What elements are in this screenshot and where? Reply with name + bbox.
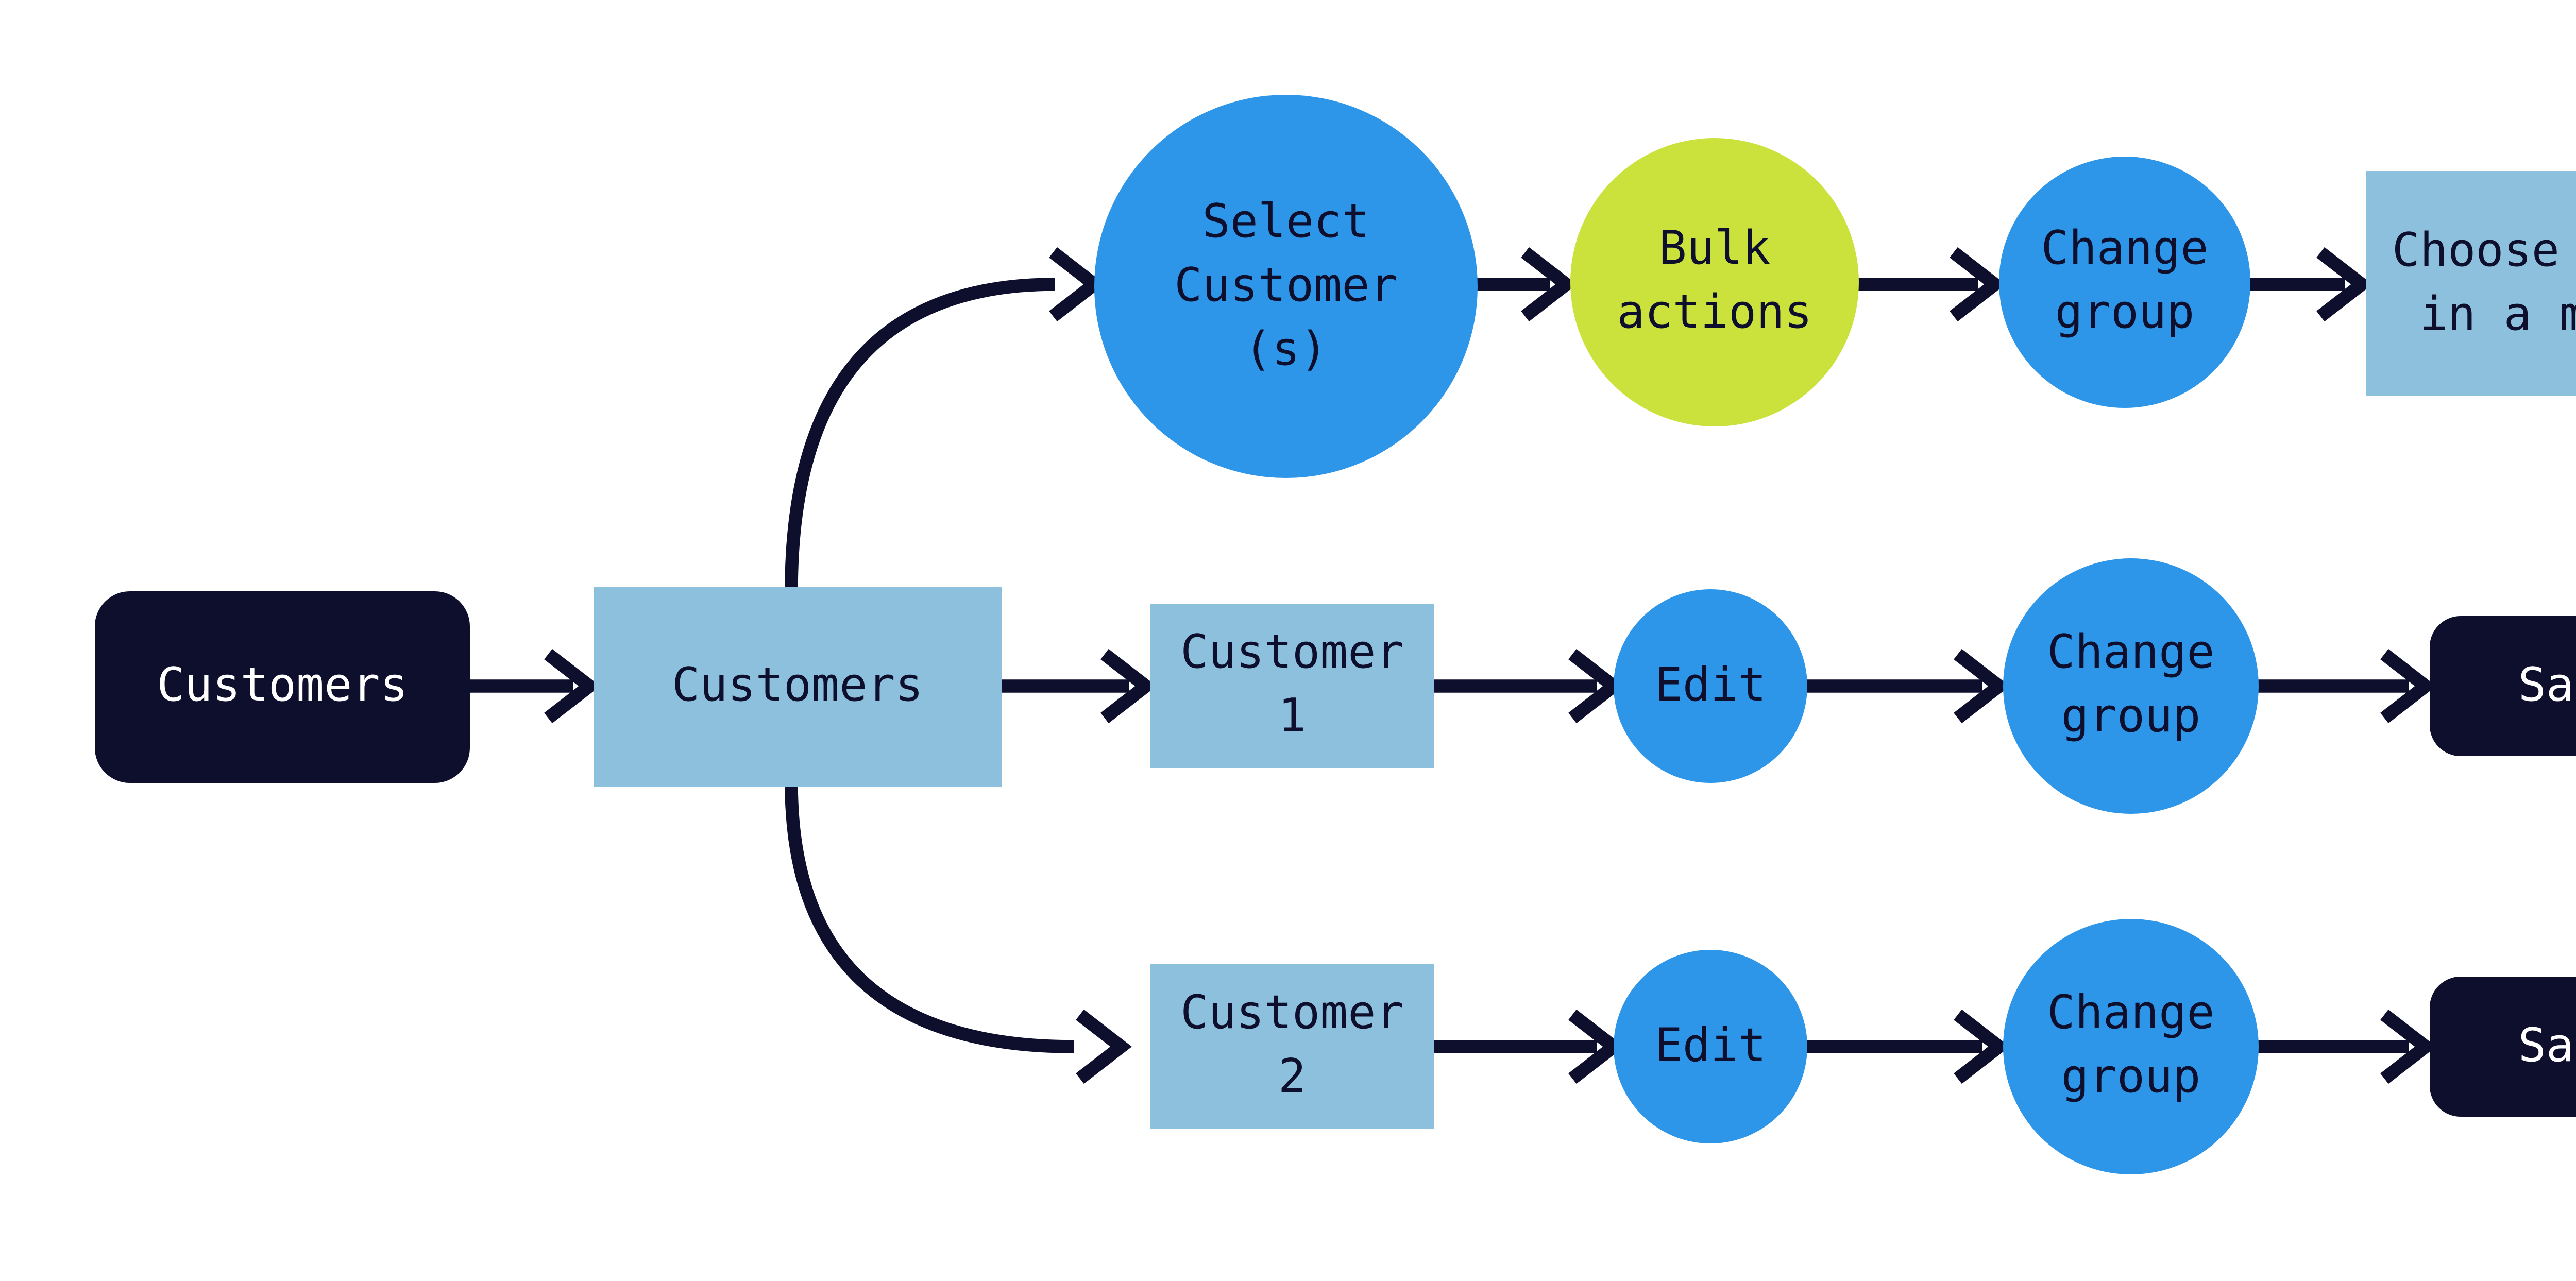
arrow-change-to-save-row3-head (2380, 1009, 2436, 1084)
node-label-line: 2 (1278, 1051, 1307, 1104)
node-label-line: Change (2047, 987, 2215, 1040)
node-label: Customers (157, 659, 408, 713)
node-label: Save (2518, 658, 2576, 712)
node-label-line: group (2055, 286, 2195, 340)
change-group-node-top: Change group (1999, 157, 2250, 408)
arrow-edit-to-change-row2-head (1954, 648, 2010, 724)
change-group-node-row2: Change group (2003, 558, 2259, 814)
curve-customers-to-select-shaft (785, 278, 1056, 592)
arrow-select-to-bulk-head (1521, 247, 1577, 322)
edit-node-row2: Edit (1614, 589, 1807, 783)
node-label: Customers (672, 659, 923, 713)
bulk-actions-node: Bulk actions (1570, 138, 1859, 426)
start-customers-node: Customers (95, 591, 470, 783)
arrow-bulk-to-change-top-head (1950, 247, 2006, 322)
curve-customers-to-customer2-head (1076, 1009, 1132, 1084)
customer-2-node: Customer 2 (1150, 964, 1434, 1129)
node-label: Edit (1654, 658, 1767, 712)
customer-1-node: Customer 1 (1150, 604, 1434, 768)
save-node-row2: Save (2430, 616, 2576, 756)
save-node-row3: Save (2430, 977, 2576, 1117)
node-label-line: Customer (1174, 259, 1398, 312)
node-label: Save (2518, 1019, 2576, 1072)
node-label-line: 1 (1278, 690, 1307, 744)
curve-customers-to-customer2-shaft (785, 782, 1074, 1053)
node-label-line: (s) (1244, 322, 1328, 376)
arrow-change-to-modal-top-head (2316, 247, 2372, 322)
choose-group-modal-node: Choose group in a modal (2366, 171, 2576, 396)
node-label-line: Customer (1180, 626, 1404, 680)
node-label-line: Bulk (1658, 223, 1771, 276)
arrow-change-to-save-row2-head (2380, 648, 2436, 724)
node-label-line: group (2061, 690, 2201, 744)
node-label-line: Choose group (2392, 224, 2560, 277)
node-label-line: group (2061, 1051, 2201, 1104)
arrow-edit-to-change-row3-head (1954, 1009, 2010, 1084)
node-label: Edit (1654, 1019, 1767, 1072)
node-label-line: Change (2041, 223, 2209, 276)
node-label-line: Customer (1180, 987, 1404, 1040)
customers-page-node: Customers (594, 587, 1002, 787)
node-label-line: Select (1202, 195, 1370, 248)
edit-node-row3: Edit (1614, 950, 1807, 1143)
arrow-start-to-customers-page-head (544, 648, 600, 724)
node-label-line: Change (2047, 626, 2215, 680)
curve-customers-to-select-head (1049, 247, 1105, 322)
node-label-line: in a modal (2420, 287, 2576, 341)
arrow-customers-to-customer1-head (1100, 648, 1157, 724)
select-customers-node: Select Customer (s) (1094, 95, 1478, 478)
node-label-line: actions (1617, 286, 1812, 340)
change-group-node-row3: Change group (2003, 919, 2259, 1174)
